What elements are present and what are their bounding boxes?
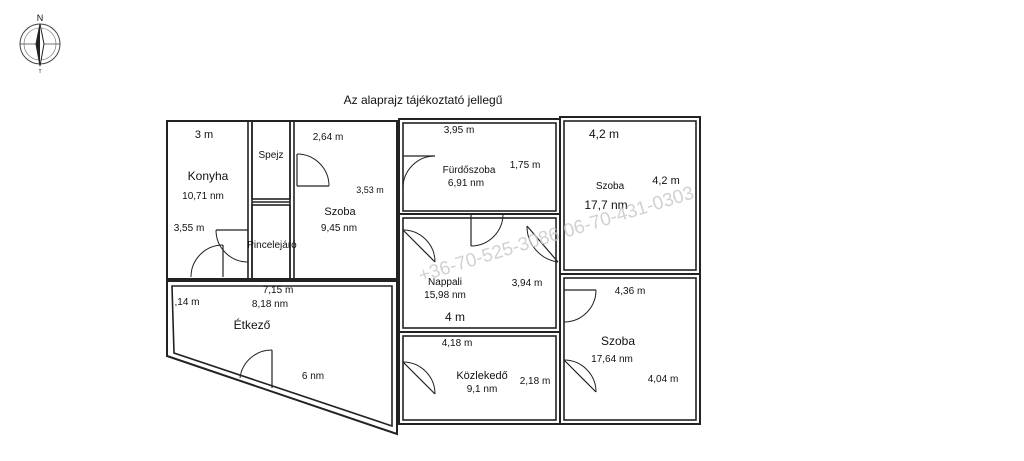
plan-title: Az alaprajz tájékoztató jellegű [344,93,503,107]
room-konyha: 3 m Konyha 10,71 nm 3,55 m [174,129,229,234]
szoba3-area: 17,64 nm [591,354,633,365]
etkezo-width: 7,15 m [263,285,294,296]
szoba3-depth: 4,04 m [648,374,679,385]
kozlekedo-width: 4,18 m [442,338,473,349]
szoba2-depth: 4,2 m [652,175,680,187]
door-konyha [190,229,249,278]
door-etkezo [239,349,273,388]
room-szoba3: 4,36 m Szoba 17,64 nm 4,04 m [591,286,678,385]
furdoszoba-area: 6,91 nm [448,178,484,189]
door-szoba3 [563,289,597,393]
room-nappali: Nappali 3,94 m 15,98 nm 4 m [424,277,542,324]
konyha-area: 10,71 nm [182,191,224,202]
room-etkezo: 7,15 m ,14 m 8,18 nm Étkező 6 nm [174,285,324,382]
compass-rose: N T [19,13,61,75]
etkezo-depth: ,14 m [174,297,199,308]
door-nappali-left [402,229,436,263]
szoba1-depth: 3,53 m [356,185,384,195]
szoba1-name: Szoba [324,206,356,218]
door-furdoszoba [402,155,436,189]
szoba2-name: Szoba [596,181,625,192]
spejz-name: Spejz [258,150,283,161]
pincelejaro-name: Pincelejáró [247,240,297,251]
nappali-depth: 3,94 m [512,278,543,289]
room-szoba1: 2,64 m 3,53 m Szoba 9,45 nm [313,132,384,234]
furdoszoba-name: Fürdőszoba [443,165,496,176]
szoba3-name: Szoba [601,334,635,348]
konyha-depth: 3,55 m [174,223,205,234]
furdoszoba-depth: 1,75 m [510,160,541,171]
room-kozlekedo: 4,18 m Közlekedő 2,18 m 9,1 nm [442,338,551,395]
kozlekedo-depth: 2,18 m [520,376,551,387]
door-szoba1 [296,153,330,187]
room-szoba2: 4,2 m Szoba 4,2 m 17,7 nm [584,127,679,212]
nappali-width: 4 m [445,310,465,324]
room-spejz: Spejz [258,150,283,161]
door-kozlekedo [402,361,436,395]
etkezo-extra: 6 nm [302,371,324,382]
szoba1-area: 9,45 nm [321,223,357,234]
nappali-area: 15,98 nm [424,290,466,301]
doors [190,153,597,395]
szoba1-width: 2,64 m [313,132,344,143]
szoba2-area: 17,7 nm [584,198,627,212]
etkezo-name: Étkező [234,317,271,332]
szoba2-width: 4,2 m [589,127,619,141]
etkezo-area: 8,18 nm [252,299,288,310]
room-furdoszoba: 3,95 m Fürdőszoba 1,75 m 6,91 nm [443,125,541,189]
south-letter: T [38,69,41,75]
room-pincelejaro: Pincelejáró [247,240,297,251]
walls [166,116,701,436]
nappali-name: Nappali [428,277,462,288]
door-nappali-top [470,213,559,263]
konyha-width: 3 m [195,129,213,141]
north-letter: N [37,13,44,23]
kozlekedo-name: Közlekedő [456,370,507,382]
furdoszoba-width: 3,95 m [444,125,475,136]
konyha-name: Konyha [188,169,229,183]
kozlekedo-area: 9,1 nm [467,384,498,395]
szoba3-width: 4,36 m [615,286,646,297]
